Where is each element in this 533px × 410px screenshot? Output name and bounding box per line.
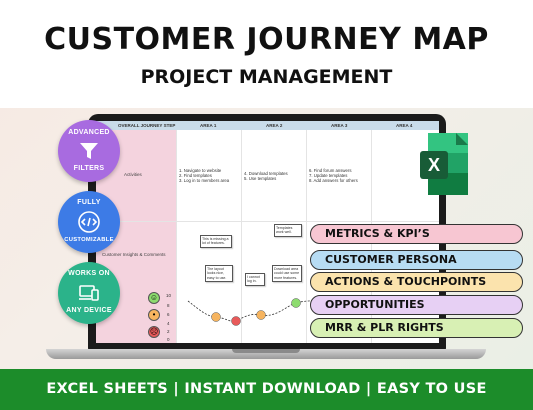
face-icon bbox=[291, 298, 301, 308]
footer-banner: EXCEL SHEETS | INSTANT DOWNLOAD | EASY T… bbox=[0, 369, 533, 410]
face-icon bbox=[211, 312, 221, 322]
badge-bottom-text: ANY DEVICE bbox=[66, 307, 112, 314]
excel-icon: X bbox=[420, 133, 468, 195]
header-banner: CUSTOMER JOURNEY MAP PROJECT MANAGEMENT bbox=[0, 0, 533, 108]
sheet-header-row: OVERALL JOURNEY STEP AREA 1 AREA 2 AREA … bbox=[96, 121, 439, 130]
sad-face-icon: ☹ bbox=[148, 326, 160, 338]
face-icon bbox=[231, 316, 241, 326]
badge-customizable: FULLY CUSTOMIZABLE bbox=[58, 191, 120, 253]
feature-customer-persona: CUSTOMER PERSONA bbox=[310, 250, 523, 270]
code-icon bbox=[78, 211, 100, 233]
column-header: OVERALL JOURNEY STEP bbox=[118, 123, 176, 128]
scale-tick: 10 bbox=[166, 293, 172, 298]
cell-area-3[interactable]: 6. Find forum answers 7. Update template… bbox=[309, 168, 358, 183]
laptop-base bbox=[46, 349, 486, 359]
grid-line bbox=[96, 221, 439, 222]
happy-face-icon: ☺ bbox=[148, 292, 160, 304]
comment-note[interactable]: I cannot log in. bbox=[245, 273, 265, 286]
scale-tick: 0 bbox=[167, 337, 170, 342]
column-header: AREA 3 bbox=[331, 123, 348, 128]
scale-tick: 6 bbox=[167, 312, 170, 317]
grid-line bbox=[241, 130, 242, 343]
badge-any-device: WORKS ON ANY DEVICE bbox=[58, 262, 120, 324]
row-label-activities: Activities bbox=[124, 172, 142, 177]
row-label-insights: Customer Insights & Comments bbox=[102, 252, 166, 257]
page-subtitle: PROJECT MANAGEMENT bbox=[140, 66, 393, 88]
page-title: CUSTOMER JOURNEY MAP bbox=[44, 22, 489, 57]
feature-actions-touchpoints: ACTIONS & TOUCHPOINTS bbox=[310, 272, 523, 292]
laptop-notch bbox=[232, 349, 300, 353]
feature-mrr-plr: MRR & PLR RIGHTS bbox=[310, 318, 523, 338]
feature-opportunities: OPPORTUNITIES bbox=[310, 295, 523, 315]
comment-note[interactable]: Templates work well. bbox=[274, 224, 302, 237]
cell-area-2[interactable]: 4. Download templates 5. Use templates bbox=[244, 171, 288, 181]
scale-tick: 4 bbox=[167, 321, 170, 326]
svg-text:X: X bbox=[428, 155, 440, 175]
comment-note[interactable]: The layout looks nice, easy to use. bbox=[205, 265, 233, 282]
devices-icon bbox=[79, 285, 99, 301]
feature-metrics: METRICS & KPI’S bbox=[310, 224, 523, 244]
journey-curve bbox=[187, 298, 339, 326]
cell-area-1[interactable]: 1. Navigate to website 2. Find templates… bbox=[179, 168, 230, 183]
scale-tick: 8 bbox=[167, 303, 170, 308]
badge-bottom-text: FILTERS bbox=[73, 165, 105, 172]
comment-note[interactable]: This is missing a lot of features. bbox=[200, 235, 232, 248]
column-header: AREA 2 bbox=[266, 123, 283, 128]
grid-line bbox=[306, 130, 307, 343]
badge-top-text: FULLY bbox=[77, 199, 101, 206]
filter-icon bbox=[80, 143, 98, 159]
comment-note[interactable]: Download area could use some more featur… bbox=[272, 265, 302, 282]
column-header: AREA 4 bbox=[396, 123, 413, 128]
badge-top-text: ADVANCED bbox=[68, 129, 110, 136]
column-header: AREA 1 bbox=[200, 123, 217, 128]
badge-advanced-filters: ADVANCED FILTERS bbox=[58, 120, 120, 182]
neutral-face-icon: • bbox=[148, 309, 160, 321]
scale-tick: 2 bbox=[167, 329, 170, 334]
badge-bottom-text: CUSTOMIZABLE bbox=[64, 237, 114, 243]
badge-top-text: WORKS ON bbox=[68, 270, 110, 277]
face-icon bbox=[256, 310, 266, 320]
grid-line bbox=[176, 130, 177, 343]
